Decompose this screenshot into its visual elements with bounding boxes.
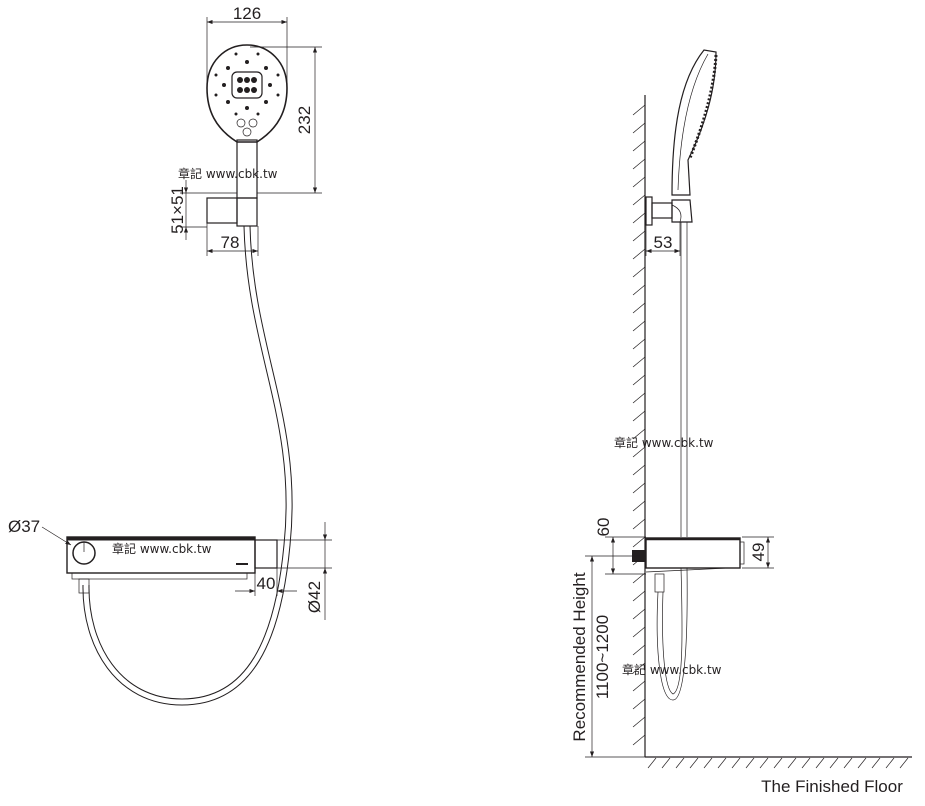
- watermark: 章記 www.cbk.tw: [614, 435, 714, 450]
- floor-hatch-line: [717, 757, 727, 769]
- thermostatic-valve-body: [66, 536, 278, 594]
- floor-hatch-line: [661, 757, 671, 769]
- floor-hatch-line: [731, 757, 741, 769]
- wall-hatch-line: [632, 644, 646, 656]
- floor-hatch-line: [801, 757, 811, 769]
- dim-body-height: 49: [749, 543, 768, 562]
- dim-head-height: 232: [295, 106, 314, 134]
- wall-hatch-line: [632, 212, 646, 224]
- floor-hatch-line: [745, 757, 755, 769]
- wall-hatch-line: [632, 158, 646, 170]
- wall-hatch-line: [632, 266, 646, 278]
- wall-hatch-line: [632, 104, 646, 116]
- floor-hatch-line: [815, 757, 825, 769]
- floor-hatch-line: [787, 757, 797, 769]
- side-view: The Finished Floor 53 章記 www.cbk.tw: [570, 49, 912, 796]
- dim-dial-diameter: Ø37: [8, 517, 40, 536]
- wall-holder-side: [645, 196, 693, 226]
- wall-hatch-line: [632, 626, 646, 638]
- wall-hatch-line: [632, 572, 646, 584]
- wall-holder: [206, 197, 258, 227]
- spray-button-b: [248, 118, 258, 128]
- wall-hatch-line: [632, 248, 646, 260]
- watermark: 章記 www.cbk.tw: [178, 166, 278, 181]
- wall-hatch-line: [632, 698, 646, 710]
- wall-hatch-line: [632, 464, 646, 476]
- wall-hatch-line: [632, 302, 646, 314]
- floor-hatch-line: [857, 757, 867, 769]
- wall-hatch-line: [632, 356, 646, 368]
- wall-hatch-line: [632, 428, 646, 440]
- wall-hatch-line: [632, 392, 646, 404]
- wall-hatch-line: [632, 230, 646, 242]
- recommended-height-label: Recommended Height: [570, 572, 589, 741]
- wall-hatch-line: [632, 446, 646, 458]
- wall-hatch-line: [632, 140, 646, 152]
- dim-head-width: 126: [233, 4, 261, 23]
- dim-inlet-offset: 60: [594, 518, 613, 537]
- wall-hatch-line: [632, 590, 646, 602]
- floor-hatch-line: [885, 757, 895, 769]
- watermark: 章記 www.cbk.tw: [622, 662, 722, 677]
- front-view: 126 232 51×51 78 章記 www.cbk.tw Ø37 章記 w: [8, 4, 332, 706]
- wall-hatch-line: [632, 284, 646, 296]
- floor-hatch-line: [899, 757, 909, 769]
- wall-hatch-line: [632, 500, 646, 512]
- dim-holder-depth: 78: [221, 233, 240, 252]
- dim-outlet-diameter: Ø42: [305, 581, 324, 613]
- watermark: 章記 www.cbk.tw: [112, 541, 212, 556]
- stop-button: [242, 127, 252, 137]
- floor-hatch-line: [829, 757, 839, 769]
- wall-hatch-line: [632, 194, 646, 206]
- floor-hatch-line: [759, 757, 769, 769]
- floor-hatch-line: [647, 757, 657, 769]
- wall-hatch-line: [632, 482, 646, 494]
- dim-outlet-length: 40: [257, 574, 276, 593]
- wall-hatch-line: [632, 716, 646, 728]
- floor-hatch-line: [689, 757, 699, 769]
- hose: [82, 225, 293, 706]
- wall-hatch-line: [632, 374, 646, 386]
- recommended-height-value: 1100~1200: [593, 615, 612, 699]
- dim-holder-size: 51×51: [168, 186, 187, 234]
- wall-hatch-line: [632, 176, 646, 188]
- wall-hatch-line: [632, 536, 646, 548]
- wall-hatch-line: [632, 734, 646, 746]
- floor-hatch-line: [675, 757, 685, 769]
- floor-hatch-line: [703, 757, 713, 769]
- valve-body-side: [632, 537, 745, 701]
- dim-holder-projection: 53: [654, 233, 673, 252]
- floor-hatch-line: [843, 757, 853, 769]
- wall-hatch-line: [632, 338, 646, 350]
- wall-hatch-line: [632, 608, 646, 620]
- hand-shower-side: [671, 49, 718, 196]
- hand-shower-head: [206, 44, 288, 199]
- wall-hatch-line: [632, 320, 646, 332]
- wall-hatch-line: [632, 680, 646, 692]
- wall-hatch-line: [632, 518, 646, 530]
- floor-label: The Finished Floor: [761, 777, 903, 796]
- floor-hatch-line: [773, 757, 783, 769]
- wall-hatch-line: [632, 122, 646, 134]
- floor-hatch-line: [871, 757, 881, 769]
- spray-button-a: [236, 118, 246, 128]
- wall-hatch-line: [632, 410, 646, 422]
- wall-hatch-line: [632, 662, 646, 674]
